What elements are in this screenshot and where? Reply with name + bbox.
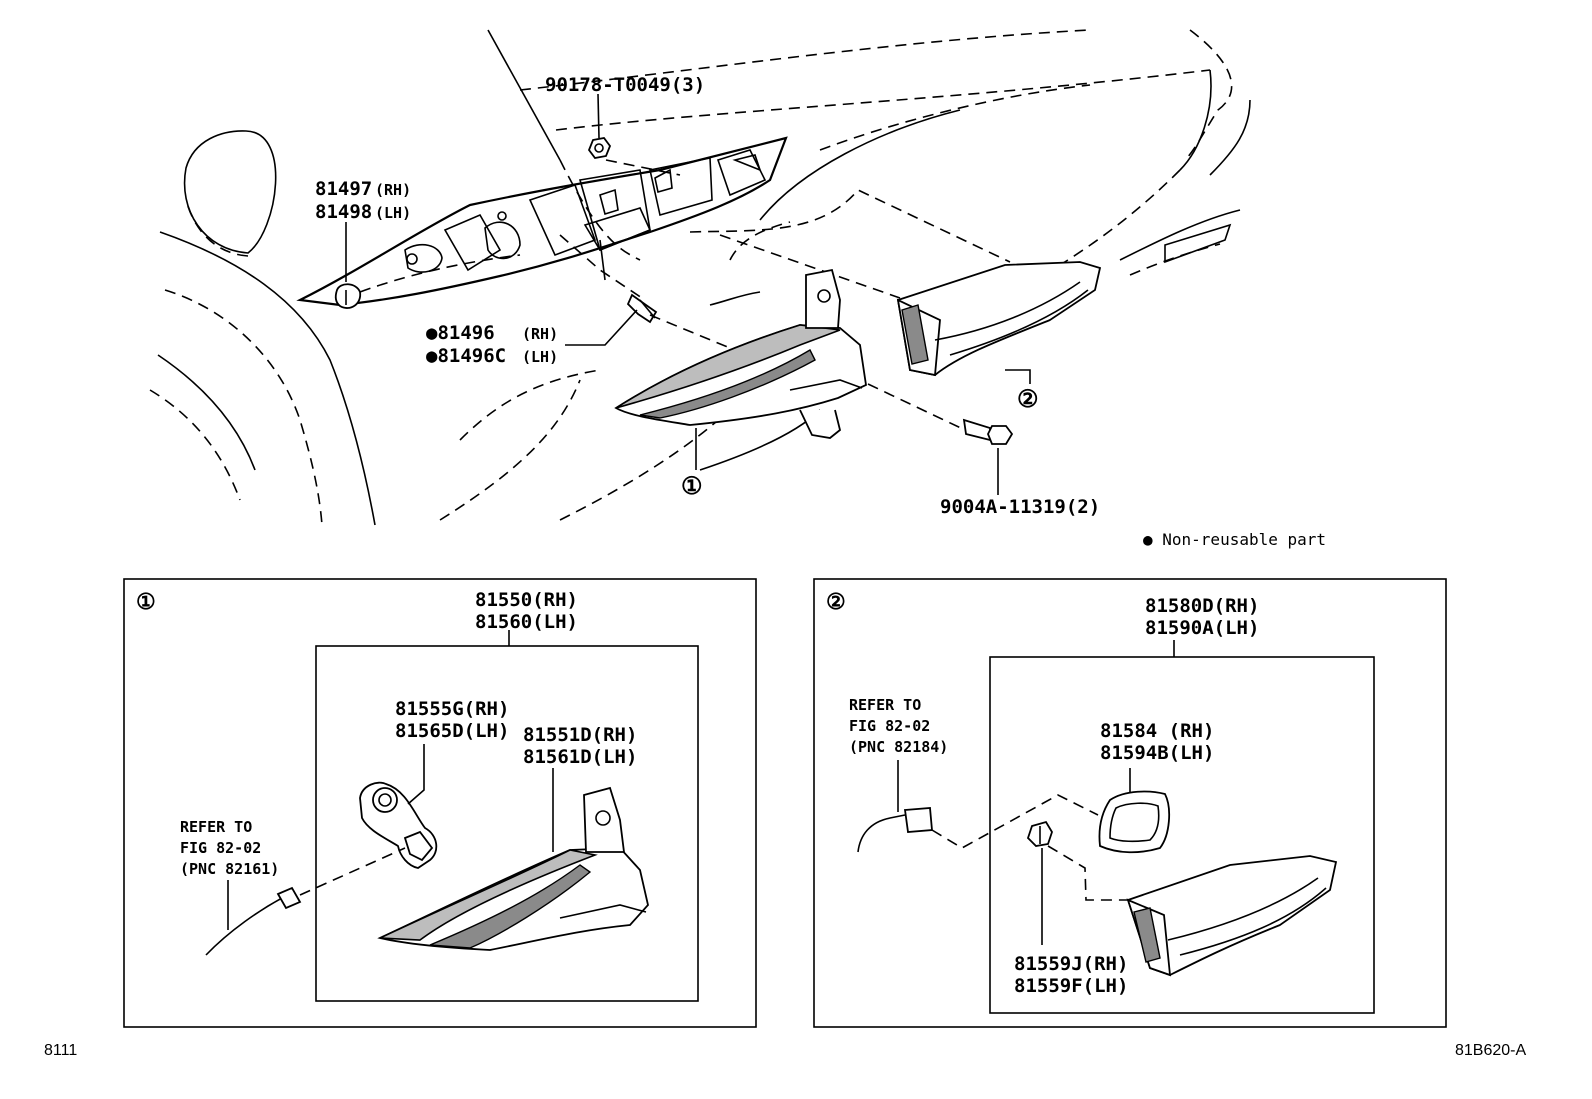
detail1-lens-lh: 81561D(LH) bbox=[523, 746, 637, 768]
lamp-2-inner bbox=[896, 261, 1102, 377]
label-nut-90178: 90178-T0049(3) bbox=[545, 74, 705, 96]
detail-box-2 bbox=[813, 578, 1447, 1028]
bolt-9004A bbox=[962, 418, 1014, 445]
detail1-socket-rh: 81555G(RH) bbox=[395, 698, 509, 720]
detail2-refer-line1: REFER TO bbox=[849, 696, 921, 714]
clip-81497 bbox=[334, 283, 362, 309]
detail2-assy-rh: 81580D(RH) bbox=[1145, 595, 1259, 617]
label-gasket-lh-side: (LH) bbox=[522, 348, 558, 366]
label-gasket-rh-side: (RH) bbox=[522, 325, 558, 343]
detail2-gasket-lh: 81594B(LH) bbox=[1100, 742, 1214, 764]
marker-lamp-2: ② bbox=[1017, 385, 1039, 413]
marker-lamp-1: ① bbox=[681, 472, 703, 500]
label-clip-lh-side: (LH) bbox=[375, 204, 411, 222]
footer-left-code: 8111 bbox=[44, 1042, 77, 1059]
label-clip-rh-side: (RH) bbox=[375, 181, 411, 199]
assembly-lines bbox=[359, 159, 1011, 431]
label-gasket-rh-num: ●81496 bbox=[426, 322, 495, 344]
leader-lines-top bbox=[345, 93, 1031, 495]
nut-90178 bbox=[587, 137, 612, 159]
detail1-assy-rh: 81550(RH) bbox=[475, 589, 578, 611]
detail1-assy-lh: 81560(LH) bbox=[475, 611, 578, 633]
detail2-assy-lh: 81590A(LH) bbox=[1145, 617, 1259, 639]
detail1-refer-line3: (PNC 82161) bbox=[180, 860, 279, 878]
detail-box-1 bbox=[123, 578, 757, 1028]
footer-right-code: 81B620-A bbox=[1455, 1042, 1526, 1059]
detail1-refer-line2: FIG 82-02 bbox=[180, 839, 261, 857]
detail2-refer-line3: (PNC 82184) bbox=[849, 738, 948, 756]
rear-panel-opening bbox=[296, 136, 788, 307]
detail2-gasket-rh: 81584 (RH) bbox=[1100, 720, 1214, 742]
label-clip-lh-num: 81498 bbox=[315, 201, 372, 223]
detail2-socket-lh: 81559F(LH) bbox=[1014, 975, 1128, 997]
gasket-81496 bbox=[626, 293, 658, 324]
label-gasket-lh-num: ●81496C bbox=[426, 345, 506, 367]
detail1-refer-line1: REFER TO bbox=[180, 818, 252, 836]
detail2-marker: ② bbox=[826, 590, 846, 615]
label-clip-rh-num: 81497 bbox=[315, 178, 372, 200]
detail1-marker: ① bbox=[136, 590, 156, 615]
lamp-1-outer bbox=[614, 268, 867, 439]
label-bolt-9004A: 9004A-11319(2) bbox=[940, 496, 1100, 518]
detail2-refer-line2: FIG 82-02 bbox=[849, 717, 930, 735]
detail1-lens-rh: 81551D(RH) bbox=[523, 724, 637, 746]
legend-non-reusable: ● Non-reusable part bbox=[1143, 530, 1326, 549]
detail2-socket-rh: 81559J(RH) bbox=[1014, 953, 1128, 975]
detail1-socket-lh: 81565D(LH) bbox=[395, 720, 509, 742]
